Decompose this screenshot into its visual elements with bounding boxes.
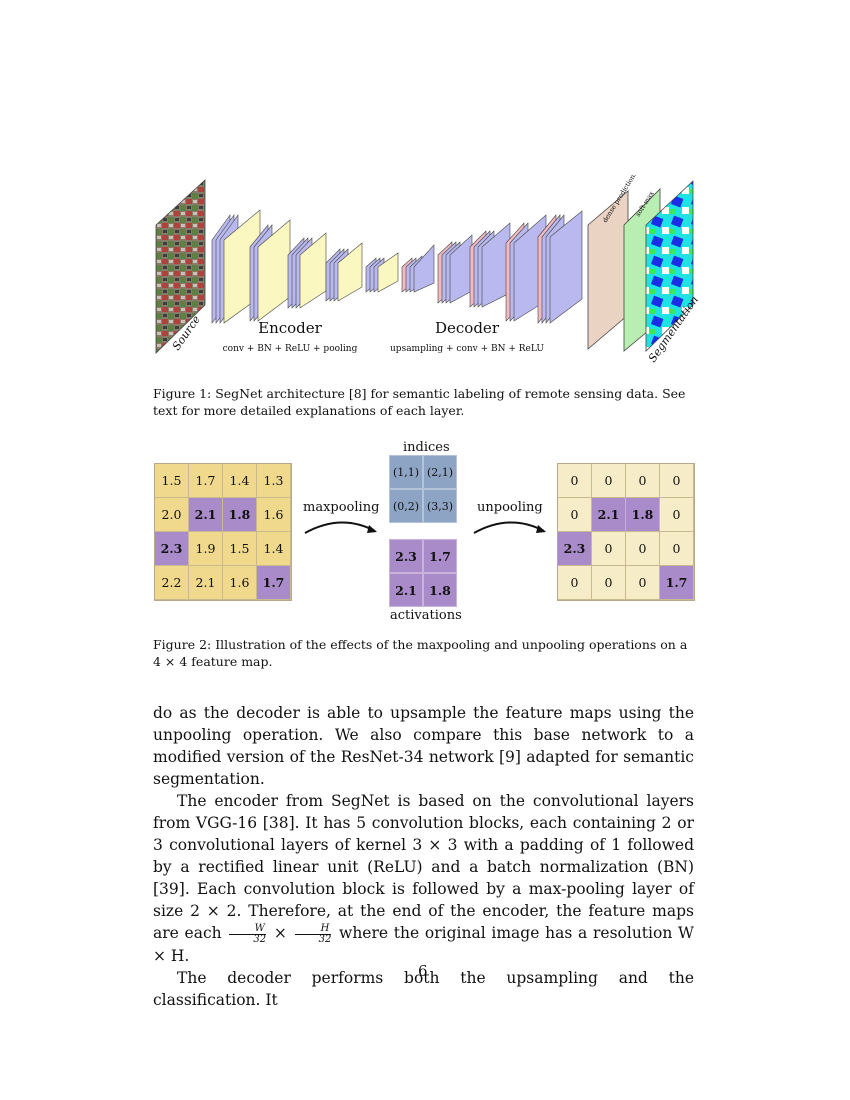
encoder-block-1 [211, 209, 261, 324]
activations-cell: 2.1 [389, 573, 423, 607]
paragraph-1: do as the decoder is able to upsample th… [153, 704, 694, 788]
output-cell: 2.3 [558, 532, 592, 566]
input-cell: 1.4 [223, 464, 257, 498]
output-cell: 1.8 [626, 498, 660, 532]
figure2-caption: Figure 2: Illustration of the effects of… [153, 637, 688, 669]
decoder-block-1 [401, 244, 435, 293]
indices-cell: (3,3) [423, 489, 457, 523]
input-cell: 1.5 [155, 464, 189, 498]
body-text: do as the decoder is able to upsample th… [153, 702, 694, 1011]
page-number: 6 [418, 962, 428, 980]
figure1-caption: Figure 1: SegNet architecture [8] for se… [153, 386, 686, 418]
input-cell: 1.7 [189, 464, 223, 498]
output-cell: 0 [660, 498, 694, 532]
input-cell: 2.3 [155, 532, 189, 566]
input-cell: 2.0 [155, 498, 189, 532]
input-cell: 1.4 [257, 532, 291, 566]
input-cell: 2.1 [189, 498, 223, 532]
input-cell: 1.8 [223, 498, 257, 532]
decoder-block-5 [537, 210, 583, 324]
output-cell: 2.1 [592, 498, 626, 532]
output-cell: 0 [558, 464, 592, 498]
decoder-subtitle: upsampling + conv + BN + ReLU [390, 344, 544, 354]
encoder-block-4 [325, 242, 363, 302]
input-cell: 2.1 [189, 566, 223, 600]
output-cell: 0 [592, 532, 626, 566]
decoder-block-3 [469, 222, 511, 308]
maxpooling-label: maxpooling [303, 500, 380, 515]
input-cell: 1.6 [257, 498, 291, 532]
output-cell: 0 [558, 566, 592, 600]
activations-cell: 1.7 [423, 539, 457, 573]
output-cell: 0 [592, 566, 626, 600]
paragraph-2: The encoder from SegNet is based on the … [153, 792, 694, 965]
encoder-block-3 [287, 232, 327, 309]
activations-label: activations [390, 608, 462, 623]
encoder-subtitle: conv + BN + ReLU + pooling [223, 344, 358, 354]
output-cell: 0 [626, 566, 660, 600]
output-cell: 0 [626, 532, 660, 566]
input-cell: 1.3 [257, 464, 291, 498]
unpooling-arrow [473, 521, 546, 534]
indices-cell: (1,1) [389, 455, 423, 489]
input-cell: 1.6 [223, 566, 257, 600]
indices-label: indices [403, 440, 450, 455]
input-cell: 1.5 [223, 532, 257, 566]
input-cell: 1.7 [257, 566, 291, 600]
output-cell: 0 [626, 464, 660, 498]
encoder-title: Encoder [258, 319, 323, 337]
indices-cell: (0,2) [389, 489, 423, 523]
output-cell: 1.7 [660, 566, 694, 600]
encoder-block-5 [365, 252, 399, 293]
activations-cell: 2.3 [389, 539, 423, 573]
unpooling-label: unpooling [477, 500, 543, 515]
output-cell: 0 [660, 532, 694, 566]
encoder-block-2 [249, 219, 291, 322]
output-cell: 0 [558, 498, 592, 532]
output-cell: 0 [592, 464, 626, 498]
input-cell: 2.2 [155, 566, 189, 600]
output-cell: 0 [660, 464, 694, 498]
segnet-architecture-figure: Source [155, 175, 700, 365]
segmentation-image [645, 180, 694, 352]
indices-cell: (2,1) [423, 455, 457, 489]
input-cell: 1.9 [189, 532, 223, 566]
decoder-block-2 [437, 234, 473, 304]
decoder-title: Decoder [435, 319, 500, 337]
indices-grid: (1,1)(2,1)(0,2)(3,3) [389, 455, 457, 523]
activations-cell: 1.8 [423, 573, 457, 607]
maxpooling-arrow [304, 521, 377, 534]
source-image [155, 179, 206, 354]
paragraph-3: The decoder performs both the upsampling… [153, 968, 694, 1009]
